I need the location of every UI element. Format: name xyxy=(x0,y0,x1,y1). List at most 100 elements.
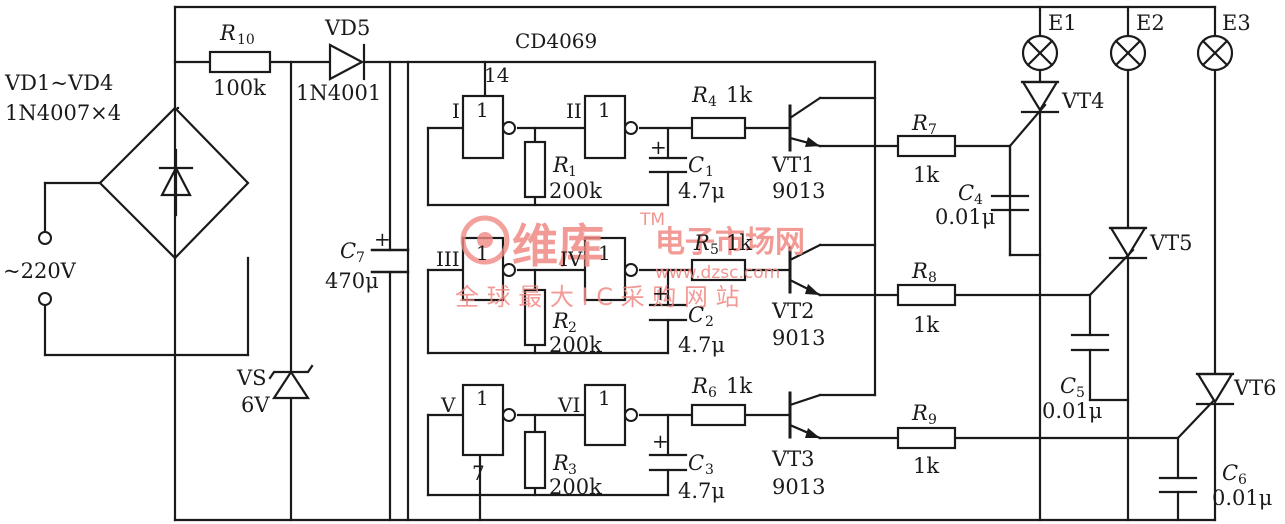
capacitors-c4-c6 xyxy=(990,144,1198,494)
watermark-sub: 电子市场网 xyxy=(655,225,805,260)
bridge-label-1: VD1~VD4 xyxy=(4,71,113,95)
c3-sub: 3 xyxy=(705,462,714,478)
r4-value: 1k xyxy=(726,83,752,107)
watermark-slogan: 全 球 最 大 I C 采 购 网 站 xyxy=(455,283,740,311)
gate-v-symbol: 1 xyxy=(476,386,489,410)
gate-vi-symbol: 1 xyxy=(598,386,611,410)
r2-sub: 2 xyxy=(568,320,577,336)
triacs xyxy=(1020,80,1235,406)
diode-vd5 xyxy=(328,43,366,81)
vt4-name: VT4 xyxy=(1061,89,1105,113)
r6-value: 1k xyxy=(726,374,752,398)
vt5-name: VT5 xyxy=(1149,231,1193,255)
c3-name: C xyxy=(688,451,704,475)
ac-terminal-top xyxy=(38,231,52,245)
e3-name: E3 xyxy=(1222,11,1251,35)
vs-value: 6V xyxy=(241,393,270,417)
r3-name: R xyxy=(552,451,569,475)
r1-sub: 1 xyxy=(568,164,577,180)
vt3-type: 9013 xyxy=(772,475,825,499)
c3-value: 4.7μ xyxy=(678,479,725,503)
bridge-label-2: 1N4007×4 xyxy=(5,101,121,125)
c2-name: C xyxy=(688,303,704,327)
r3-sub: 3 xyxy=(568,462,577,478)
c6-sub: 6 xyxy=(1238,472,1247,488)
gate-label-i: I xyxy=(452,99,460,123)
c6-name: C xyxy=(1222,461,1238,485)
r10-sub: 10 xyxy=(237,32,255,48)
r3-value: 200k xyxy=(549,475,602,499)
resistor-r9 xyxy=(896,426,957,450)
c4-value: 0.01μ xyxy=(935,205,995,229)
r7-sub: 7 xyxy=(928,122,937,138)
gate-ii-symbol: 1 xyxy=(598,98,611,122)
wires xyxy=(43,5,1220,522)
r8-sub: 8 xyxy=(928,270,937,286)
resistor-r6 xyxy=(690,403,747,427)
r9-name: R xyxy=(911,401,928,425)
vd5-value: 1N4001 xyxy=(296,81,381,105)
r5-sub: 5 xyxy=(710,242,719,258)
resistor-r8 xyxy=(896,283,957,307)
bridge-rectifier xyxy=(38,106,250,306)
r1-name: R xyxy=(552,153,569,177)
c1-name: C xyxy=(688,153,704,177)
vt2-type: 9013 xyxy=(772,326,825,350)
resistor-r5 xyxy=(690,258,747,282)
watermark-url: www.dzsc.com xyxy=(655,263,780,283)
ac-terminal-bottom xyxy=(38,292,52,306)
gate-label-iv: IV xyxy=(560,247,583,271)
c1-value: 4.7μ xyxy=(678,179,725,203)
pin-7: 7 xyxy=(472,461,485,485)
r4-name: R xyxy=(691,83,708,107)
r10-value: 100k xyxy=(213,76,266,100)
c2-value: 4.7μ xyxy=(678,333,725,357)
c2-plus: + xyxy=(652,281,669,305)
resistor-r2 xyxy=(523,288,547,347)
e2-name: E2 xyxy=(1136,11,1165,35)
c7-value: 470μ xyxy=(325,269,379,293)
labels: CD4069 VD1~VD4 1N4007×4 ~220V R 10 100k … xyxy=(3,11,1277,510)
gate-label-v: V xyxy=(440,393,456,417)
gate-label-vi: VI xyxy=(557,393,580,417)
c7-name: C xyxy=(340,239,356,263)
c4-name: C xyxy=(958,181,974,205)
vt3-name: VT3 xyxy=(771,447,815,471)
c6-value: 0.01μ xyxy=(1212,486,1272,510)
c1-sub: 1 xyxy=(705,164,714,180)
gate-iv-symbol: 1 xyxy=(598,241,611,265)
r7-name: R xyxy=(911,111,928,135)
supply-label: ~220V xyxy=(3,259,77,283)
r5-name: R xyxy=(693,231,710,255)
capacitor-c7 xyxy=(370,248,410,274)
r10-name: R xyxy=(219,21,236,45)
vt6-name: VT6 xyxy=(1233,376,1277,400)
r9-value: 1k xyxy=(913,454,939,478)
c3-plus: + xyxy=(652,429,669,453)
r2-name: R xyxy=(552,309,569,333)
transistors xyxy=(788,96,822,440)
r6-sub: 6 xyxy=(708,385,717,401)
watermark-tm: TM xyxy=(639,210,665,230)
resistor-r1 xyxy=(523,140,547,199)
inverter-gates xyxy=(461,94,638,457)
capacitors-c1-c3 xyxy=(648,156,688,472)
r7-value: 1k xyxy=(913,163,939,187)
resistor-r10 xyxy=(208,50,272,74)
gate-iii-symbol: 1 xyxy=(476,241,489,265)
c4-sub: 4 xyxy=(974,192,983,208)
c1-plus: + xyxy=(650,135,667,159)
r8-name: R xyxy=(911,259,928,283)
ic-label: CD4069 xyxy=(515,29,597,53)
vd5-name: VD5 xyxy=(324,16,370,40)
vt1-name: VT1 xyxy=(771,153,815,177)
gate-label-iii: III xyxy=(436,247,460,271)
vt1-type: 9013 xyxy=(772,179,825,203)
c7-plus: + xyxy=(374,227,391,251)
vs-name: VS xyxy=(236,366,267,390)
r1-value: 200k xyxy=(549,179,602,203)
r9-sub: 9 xyxy=(928,412,937,428)
watermark-main: 维库 xyxy=(512,219,604,273)
